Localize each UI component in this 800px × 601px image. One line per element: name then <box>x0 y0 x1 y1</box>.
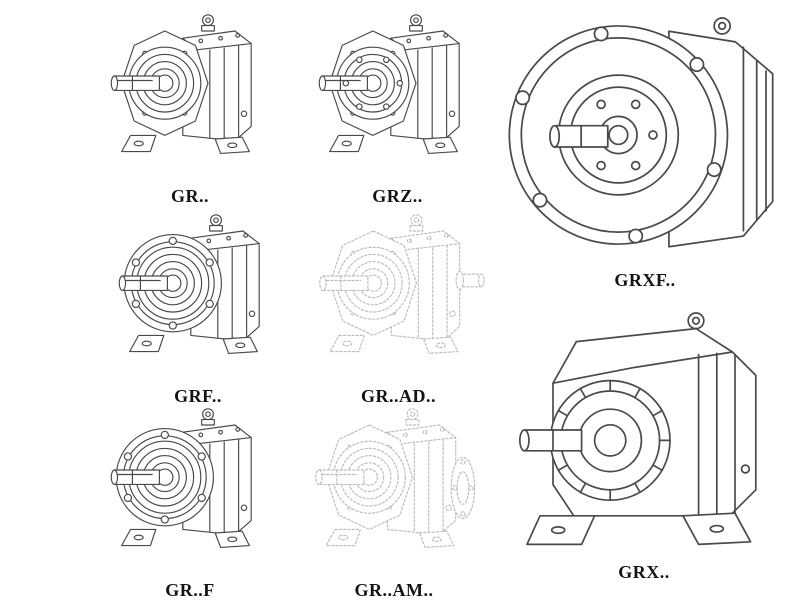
gr-drawing <box>95 4 285 184</box>
figure-gr-am: GR..AM.. <box>294 398 494 601</box>
grf-drawing <box>103 204 293 384</box>
model-label-gr: GR.. <box>171 186 209 206</box>
figure-grf: GRF.. <box>98 204 298 407</box>
model-label-grx: GRX.. <box>618 562 670 582</box>
figure-gr-f: GR..F <box>90 398 290 601</box>
model-label-gr-f: GR..F <box>165 580 215 600</box>
model-label-grf: GRF.. <box>174 386 222 406</box>
grz-drawing <box>303 4 493 184</box>
figure-grz: GRZ.. <box>300 4 495 207</box>
figure-grxf: GRXF.. <box>495 2 795 291</box>
grxf-drawing <box>497 2 793 268</box>
gr-f-drawing <box>95 398 285 578</box>
model-label-gr-am: GR..AM.. <box>354 580 434 600</box>
model-label-grxf: GRXF.. <box>614 270 676 290</box>
gr-am-drawing <box>297 398 492 578</box>
grx-drawing <box>500 300 788 560</box>
figure-gr: GR.. <box>90 4 290 207</box>
gr-ad-drawing <box>301 204 496 384</box>
model-label-grz: GRZ.. <box>372 186 423 206</box>
figure-gr-ad: GR..AD.. <box>296 204 501 407</box>
figure-grx: GRX.. <box>498 300 790 583</box>
model-label-gr-ad: GR..AD.. <box>361 386 436 406</box>
